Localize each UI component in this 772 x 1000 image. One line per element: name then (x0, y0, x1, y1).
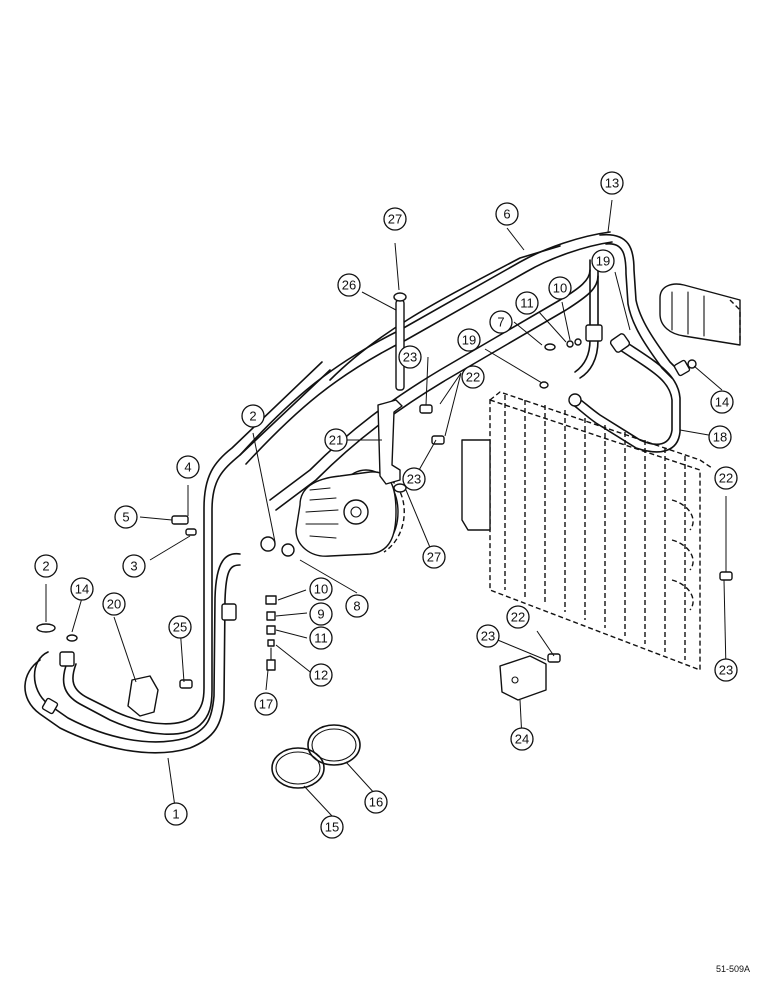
bracket-24 (499, 655, 547, 701)
svg-text:16: 16 (369, 795, 383, 810)
svg-text:6: 6 (503, 207, 510, 222)
callout-10: 10 (548, 276, 572, 300)
svg-text:23: 23 (403, 350, 417, 365)
svg-text:23: 23 (481, 629, 495, 644)
callout-17: 17 (254, 692, 278, 716)
svg-text:27: 27 (388, 212, 402, 227)
callout-14: 14 (70, 577, 94, 601)
callout-7: 7 (489, 310, 513, 334)
hose-13 (599, 233, 691, 379)
callout-26: 26 (337, 273, 361, 297)
svg-text:9: 9 (317, 607, 324, 622)
valve-stack (265, 595, 277, 671)
svg-text:14: 14 (715, 395, 729, 410)
callout-22: 22 (461, 365, 485, 389)
callout-4: 4 (176, 455, 200, 479)
svg-text:14: 14 (75, 582, 89, 597)
callout-22: 22 (506, 605, 530, 629)
callout-2: 2 (34, 554, 58, 578)
receiver-drier (659, 283, 741, 346)
svg-text:25: 25 (173, 620, 187, 635)
callout-6: 6 (495, 202, 519, 226)
callout-8: 8 (345, 594, 369, 618)
hose-6 (239, 231, 613, 511)
condenser (461, 391, 713, 672)
pipe-26 (393, 292, 407, 391)
callout-27: 27 (422, 545, 446, 569)
svg-text:21: 21 (329, 433, 343, 448)
callout-11: 11 (309, 626, 333, 650)
bracket-20 (127, 675, 159, 717)
svg-text:22: 22 (719, 471, 733, 486)
callout-16: 16 (364, 790, 388, 814)
svg-text:20: 20 (107, 597, 121, 612)
svg-text:26: 26 (342, 278, 356, 293)
hose-18 (568, 333, 681, 453)
callout-20: 20 (102, 592, 126, 616)
svg-text:22: 22 (511, 610, 525, 625)
svg-text:17: 17 (259, 697, 273, 712)
svg-text:1: 1 (172, 807, 179, 822)
svg-text:27: 27 (427, 550, 441, 565)
svg-text:11: 11 (314, 631, 328, 646)
hose-19-fitting (574, 259, 603, 379)
callout-9: 9 (309, 602, 333, 626)
callout-23: 23 (402, 467, 426, 491)
callout-3: 3 (122, 554, 146, 578)
callout-27: 27 (383, 207, 407, 231)
callout-23: 23 (398, 345, 422, 369)
svg-text:3: 3 (130, 559, 137, 574)
leader-lines (45, 199, 727, 817)
fittings (36, 338, 733, 689)
callouts: 1 2 2 3 4 5 6 7 8 9 10 10 11 11 12 13 14… (34, 171, 738, 839)
svg-text:11: 11 (520, 296, 534, 311)
callout-19: 19 (591, 249, 615, 273)
svg-text:5: 5 (122, 510, 129, 525)
svg-text:13: 13 (605, 176, 619, 191)
compressor (260, 469, 405, 557)
svg-text:22: 22 (466, 370, 480, 385)
callout-11: 11 (515, 291, 539, 315)
hose-lower-return (59, 361, 331, 735)
svg-text:8: 8 (353, 599, 360, 614)
clamp-16 (307, 724, 361, 766)
svg-text:24: 24 (515, 732, 529, 747)
callout-2: 2 (241, 404, 265, 428)
svg-text:18: 18 (713, 430, 727, 445)
svg-text:10: 10 (553, 281, 567, 296)
svg-text:19: 19 (596, 254, 610, 269)
callout-1: 1 (164, 802, 188, 826)
callout-10: 10 (309, 577, 333, 601)
svg-text:15: 15 (325, 820, 339, 835)
callout-22: 22 (714, 466, 738, 490)
svg-text:23: 23 (719, 663, 733, 678)
callout-18: 18 (708, 425, 732, 449)
callout-14: 14 (710, 390, 734, 414)
svg-text:19: 19 (462, 333, 476, 348)
svg-text:4: 4 (184, 460, 191, 475)
bracket-21 (377, 399, 403, 485)
callout-15: 15 (320, 815, 344, 839)
svg-text:2: 2 (42, 559, 49, 574)
hose-1 (24, 552, 241, 754)
callout-19: 19 (457, 328, 481, 352)
svg-text:12: 12 (314, 668, 328, 683)
svg-text:10: 10 (314, 582, 328, 597)
callout-21: 21 (324, 428, 348, 452)
callout-13: 13 (600, 171, 624, 195)
svg-text:2: 2 (249, 409, 256, 424)
clamp-15 (271, 747, 325, 789)
callout-25: 25 (168, 615, 192, 639)
callout-23: 23 (476, 624, 500, 648)
callout-12: 12 (309, 663, 333, 687)
svg-text:23: 23 (407, 472, 421, 487)
callout-24: 24 (510, 727, 534, 751)
callout-23: 23 (714, 658, 738, 682)
reference-code: 51-509A (716, 964, 750, 974)
callout-5: 5 (114, 505, 138, 529)
svg-text:7: 7 (497, 315, 504, 330)
